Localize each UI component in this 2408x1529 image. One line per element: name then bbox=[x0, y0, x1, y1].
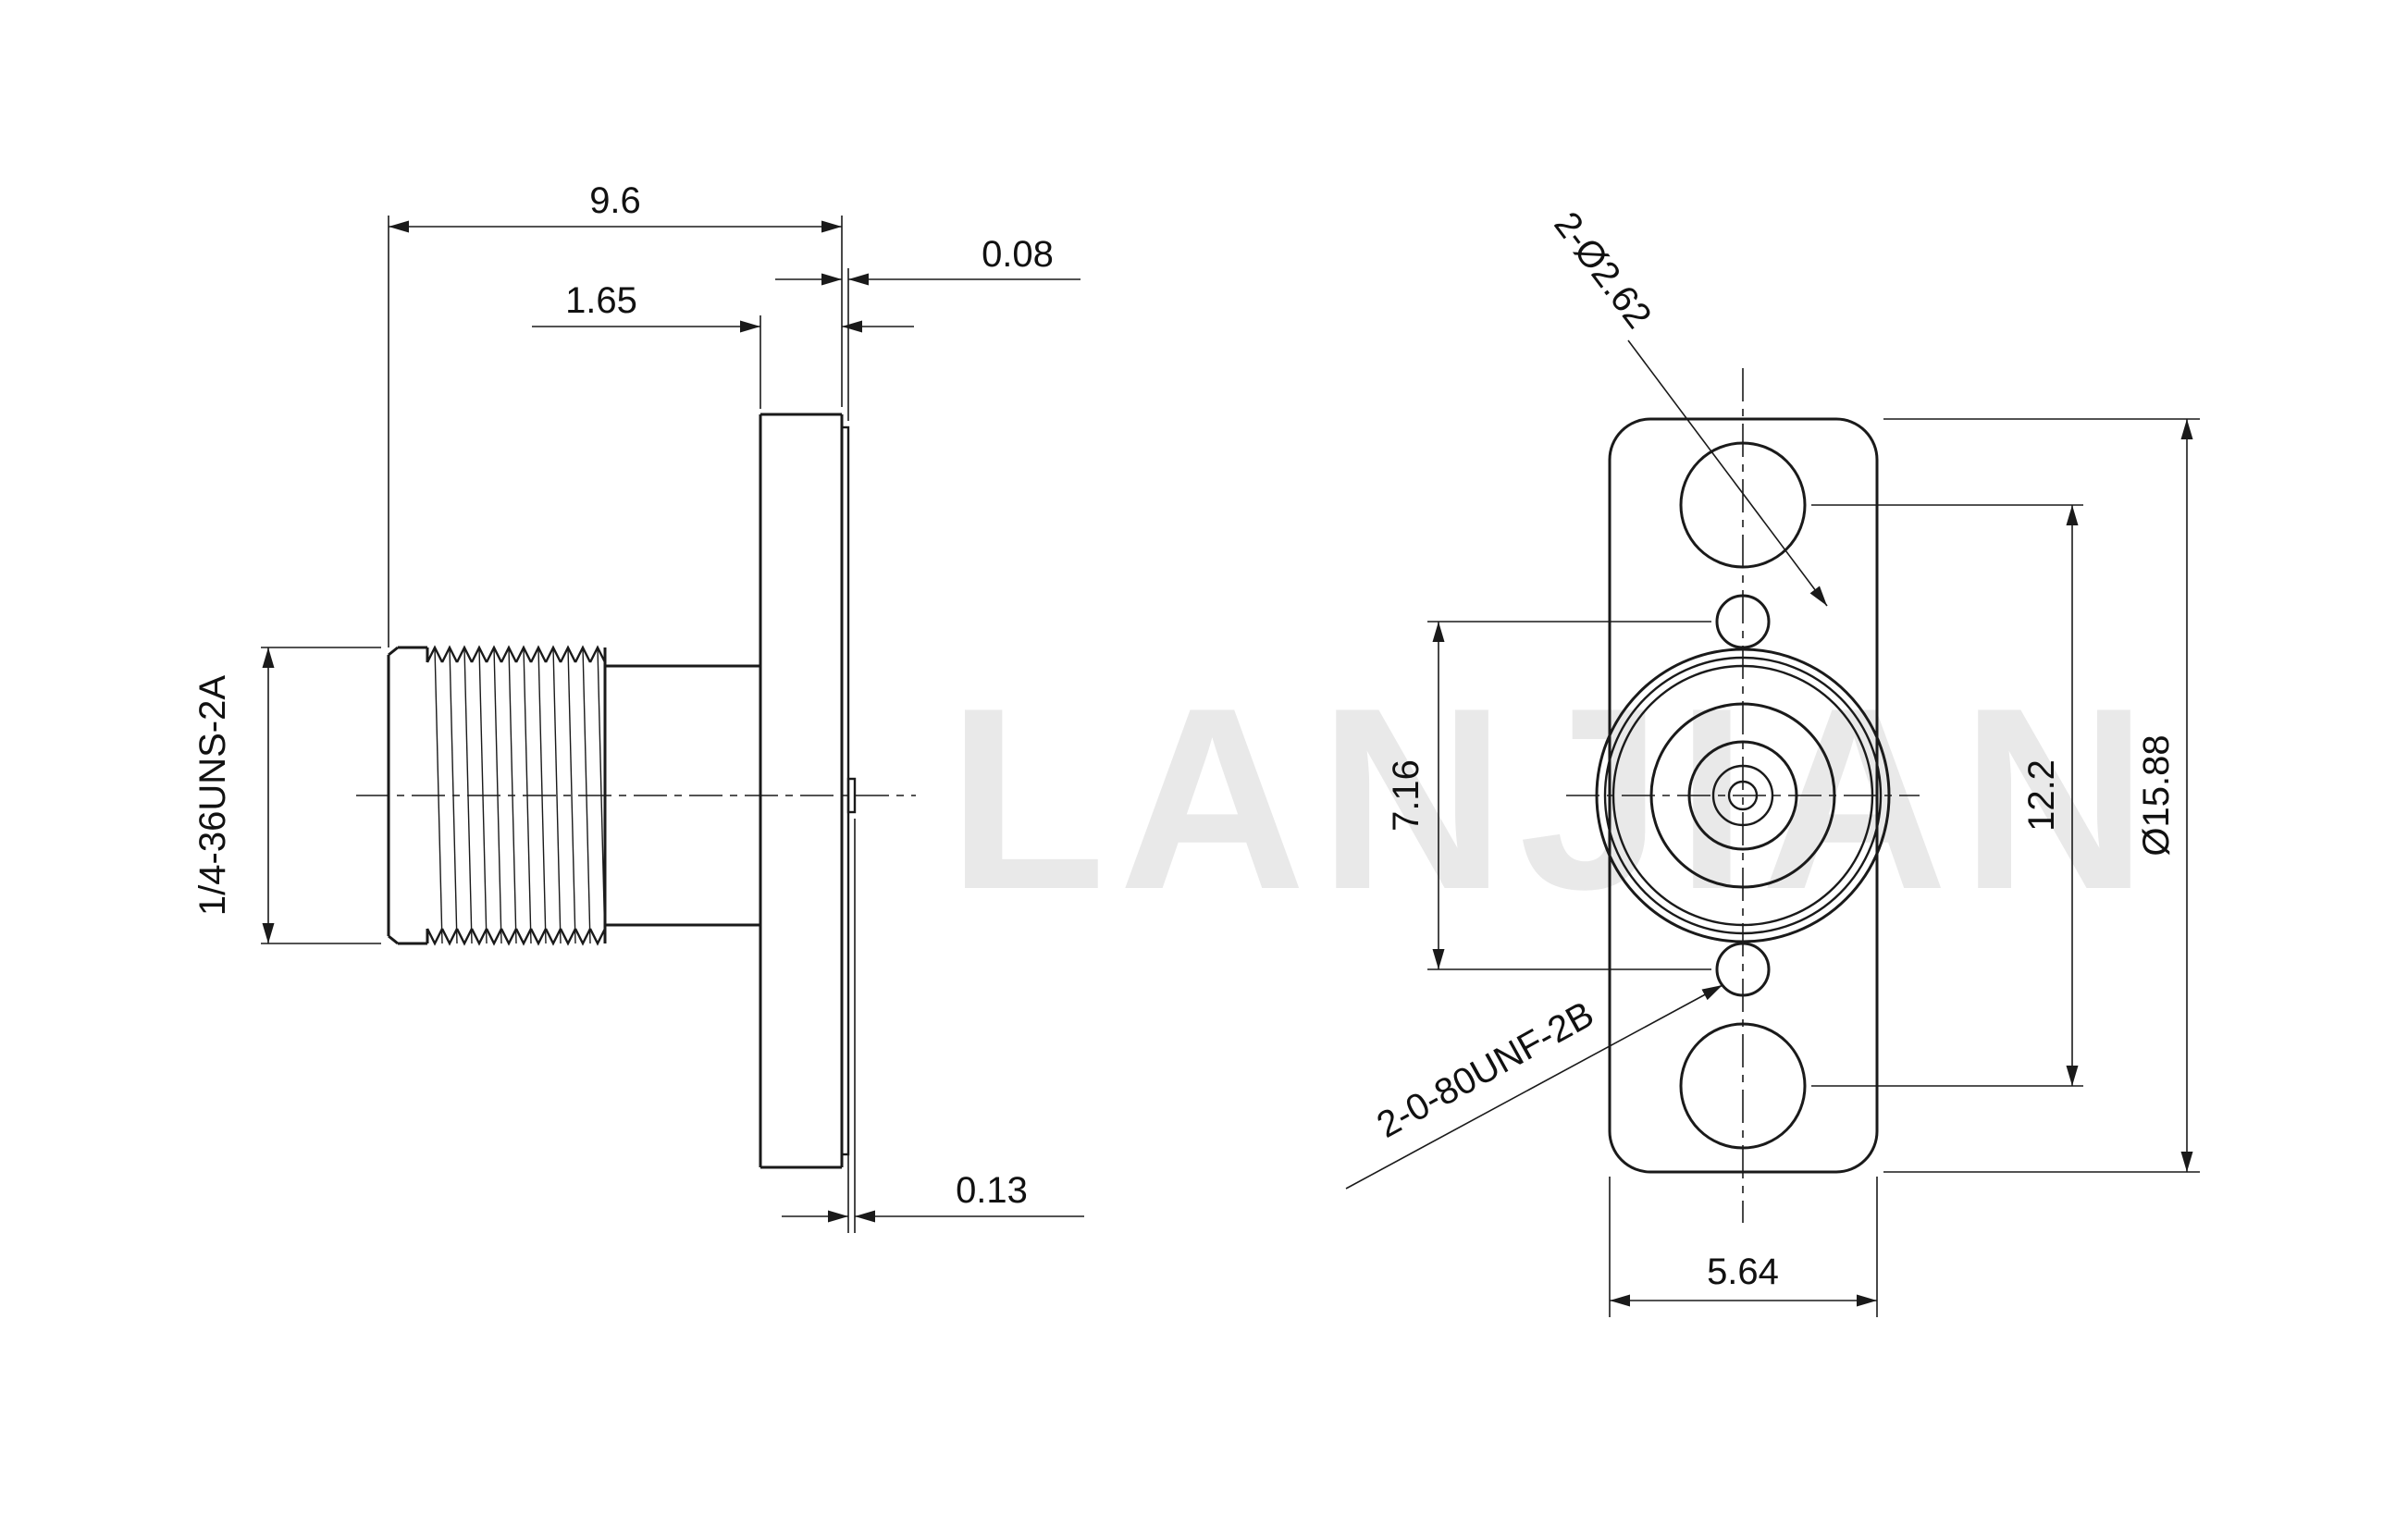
callout-mount-holes-text: 2-Ø2.62 bbox=[1546, 204, 1659, 336]
dim-flange-width-text: 5.64 bbox=[1707, 1252, 1779, 1292]
dim-flange-thickness-text: 1.65 bbox=[565, 280, 637, 321]
callout-mount-holes: 2-Ø2.62 bbox=[1546, 204, 1828, 607]
side-view bbox=[356, 413, 916, 1169]
callout-tapped-holes: 2-0-80UNF-2B bbox=[1345, 984, 1723, 1190]
side-view-outline bbox=[387, 413, 857, 1169]
dim-lip-thickness: 0.08 bbox=[775, 234, 1081, 421]
dim-thread-spec-text: 1/4-36UNS-2A bbox=[192, 675, 233, 916]
dim-tapped-hole-spacing-text: 7.16 bbox=[1386, 759, 1426, 832]
dim-overall-length-text: 9.6 bbox=[589, 180, 641, 221]
dim-pin-protrusion-text: 0.13 bbox=[956, 1170, 1028, 1211]
dim-overall-length: 9.6 bbox=[388, 180, 843, 647]
dim-mount-hole-spacing-text: 12.2 bbox=[2021, 759, 2062, 832]
dim-flange-length: Ø15.88 bbox=[1883, 418, 2200, 1173]
dim-lip-thickness-text: 0.08 bbox=[982, 234, 1054, 275]
dielectric-nub bbox=[846, 777, 857, 814]
front-view bbox=[1566, 368, 1920, 1223]
dim-mount-hole-spacing: 12.2 bbox=[1811, 504, 2083, 1087]
dim-pin-protrusion: 0.13 bbox=[782, 819, 1084, 1233]
dim-flange-length-text: Ø15.88 bbox=[2136, 734, 2177, 856]
dim-tapped-hole-spacing: 7.16 bbox=[1386, 621, 1711, 970]
dimension-arrowheads bbox=[262, 220, 2193, 1307]
dim-thread-spec: 1/4-36UNS-2A bbox=[192, 647, 381, 944]
dim-flange-thickness: 1.65 bbox=[532, 280, 914, 409]
watermark-text: LANJIAN bbox=[947, 655, 2160, 943]
dim-flange-width: 5.64 bbox=[1609, 1177, 1878, 1317]
